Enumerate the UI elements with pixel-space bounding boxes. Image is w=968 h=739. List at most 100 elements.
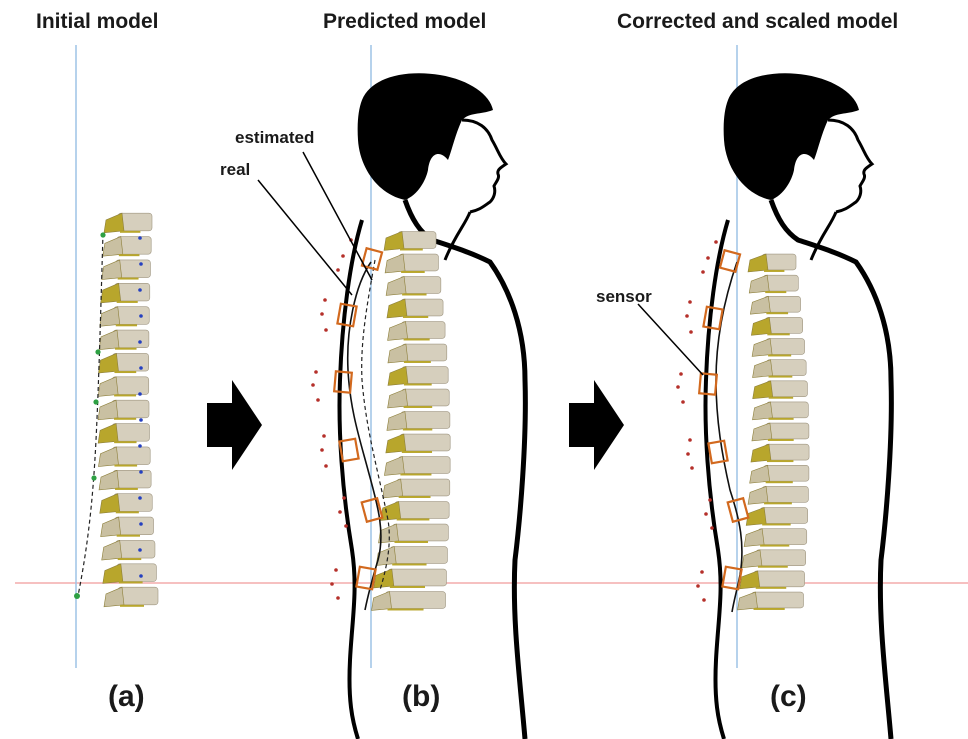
intervertebral-disc [120,231,140,233]
vertebra-marker [138,236,142,240]
panel-label-c: (c) [770,680,807,714]
spine-predicted [372,232,451,611]
intervertebral-disc [403,428,432,430]
intervertebral-disc [402,451,432,453]
vertebra-body [401,299,443,316]
vertebra-process [744,529,764,547]
spine-initial [98,213,158,607]
vertebra-body [758,529,807,545]
intervertebral-disc [119,581,143,583]
vertebra-body [762,486,808,502]
vertebra-marker [138,496,142,500]
vertebra-process [104,213,124,233]
vertebra-body [754,571,805,587]
vertebra-process [750,465,770,483]
vertebra-body [400,277,441,294]
vertebra-body [401,412,450,429]
intervertebral-disc [767,333,789,335]
intervertebral-disc [114,418,136,420]
intervertebral-disc [404,338,430,340]
intervertebral-disc [388,608,424,610]
title-corrected-model: Corrected and scaled model [617,10,898,34]
intervertebral-disc [404,361,431,363]
panel-label-a: (a) [108,680,145,714]
spine-corrected [738,254,810,610]
vertebra-marker [139,366,143,370]
intervertebral-disc [116,324,137,326]
vertebra-process [740,571,760,589]
vertebra-process [384,232,404,251]
vertebra-marker [139,262,143,266]
intervertebral-disc [390,586,425,588]
right-arrow-icon [207,380,262,470]
vertebra-process [102,540,122,560]
vertebra-body [386,592,446,609]
intervertebral-disc [769,376,793,378]
vertebra-body [397,479,450,496]
intervertebral-disc [760,545,789,547]
intervertebral-disc [119,254,140,256]
vertebra-process [752,423,772,441]
intervertebral-disc [756,587,787,589]
vertebra-process [738,592,758,610]
vertebra-marker [139,470,143,474]
vertebra-marker [138,548,142,552]
vertebra-process [98,424,118,444]
vertebra-process [383,479,403,498]
vertebra-process [101,517,121,537]
annotation-real: real [220,160,250,180]
vertebra-process [753,381,773,399]
vertebra-process [103,237,123,257]
vertebra-body [392,524,448,541]
vertebra-body [390,547,447,564]
intervertebral-disc [120,605,144,607]
intervertebral-disc [114,371,136,373]
vertebra-body [402,344,447,361]
vertebra-process [98,400,118,420]
vertebra-body [402,367,448,384]
vertebra-process [98,447,118,467]
intervertebral-disc [404,406,433,408]
sensor-leader-line [638,304,703,375]
panel-label-b: (b) [402,680,440,714]
vertebra-process [387,412,407,431]
intervertebral-disc [403,316,428,318]
vertebra-marker [139,522,143,526]
vertebra-process [388,344,408,363]
intervertebral-disc [768,418,793,420]
vertebra-process [749,275,769,293]
vertebra-process [98,377,118,397]
vertebra-process [750,296,770,314]
vertebra-process [100,494,120,514]
vertebra-marker [138,340,142,344]
vertebra-process [748,486,768,504]
intervertebral-disc [400,473,431,475]
intervertebral-disc [768,439,794,441]
vertebra-marker [138,288,142,292]
intervertebral-disc [392,563,426,565]
vertebra-process [742,550,762,568]
intervertebral-disc [402,293,426,295]
intervertebral-disc [399,496,431,498]
vertebra-body [388,569,447,586]
intervertebral-disc [114,394,136,396]
title-predicted-model: Predicted model [323,10,486,34]
intervertebral-disc [400,248,423,250]
intervertebral-disc [118,278,139,280]
vertebra-process [99,470,119,490]
intervertebral-disc [397,518,430,520]
vertebra-body [756,550,806,566]
intervertebral-disc [117,301,138,303]
intervertebral-disc [765,291,786,293]
vertebra-process [388,367,408,386]
intervertebral-disc [769,397,793,399]
intervertebral-disc [401,271,425,273]
vertebra-process [104,587,124,607]
intervertebral-disc [114,465,137,467]
intervertebral-disc [768,354,791,356]
vertebra-process [372,592,392,611]
vertebra-body [767,381,808,397]
intervertebral-disc [394,541,428,543]
real-leader-line [258,180,352,295]
